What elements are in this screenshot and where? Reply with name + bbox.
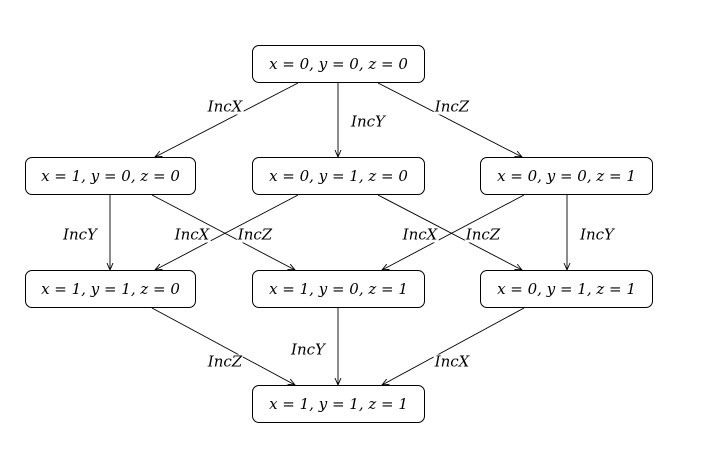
edge-label: IncX (433, 352, 471, 371)
edge-label: IncX (401, 225, 439, 244)
edge-label: IncX (206, 97, 244, 116)
state-node-n110: x = 1, y = 1, z = 0 (25, 270, 196, 308)
state-node-n000: x = 0, y = 0, z = 0 (252, 45, 425, 83)
edge-label: IncZ (206, 352, 244, 371)
state-node-n101: x = 1, y = 0, z = 1 (252, 270, 425, 308)
edge-n010-n110 (155, 194, 299, 270)
state-node-n010: x = 0, y = 1, z = 0 (252, 157, 425, 195)
edge-n011-n111 (382, 307, 525, 385)
edge-label: IncY (62, 225, 98, 244)
edge-n000-n100 (155, 82, 299, 157)
state-node-n011: x = 0, y = 1, z = 1 (480, 270, 653, 308)
edge-n110-n111 (151, 307, 295, 385)
edge-n010-n011 (377, 194, 522, 270)
edge-n100-n101 (151, 194, 295, 270)
edge-label: IncY (350, 112, 386, 131)
edge-label: IncX (173, 225, 211, 244)
edge-label: IncY (290, 340, 326, 359)
edge-label: IncZ (433, 97, 471, 116)
state-node-n111: x = 1, y = 1, z = 1 (252, 385, 425, 423)
state-node-n100: x = 1, y = 0, z = 0 (25, 157, 196, 195)
edge-label: IncZ (236, 225, 274, 244)
edge-n001-n101 (382, 194, 525, 270)
edge-n000-n001 (377, 82, 522, 157)
state-node-n001: x = 0, y = 0, z = 1 (480, 157, 653, 195)
edge-label: IncZ (464, 225, 502, 244)
edge-label: IncY (579, 225, 615, 244)
